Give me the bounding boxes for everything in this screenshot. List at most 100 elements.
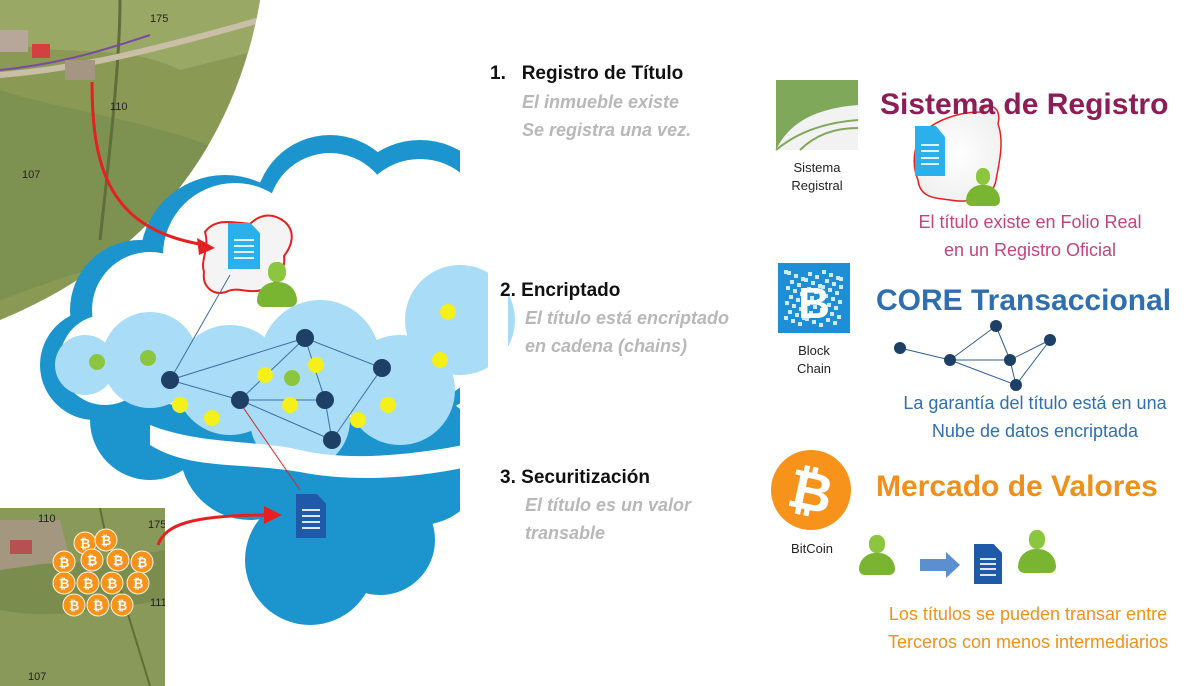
bitcoin-coin — [86, 593, 110, 617]
blockchain-letter: B — [798, 279, 830, 328]
bitcoin-coin — [52, 571, 76, 595]
network-edge — [899, 347, 951, 361]
logo-pixel — [835, 291, 839, 295]
bitcoin-coin-symbol: ₿ — [83, 576, 94, 591]
logo-pixel — [831, 297, 835, 301]
logo-pixel — [809, 311, 813, 315]
network-node — [1004, 354, 1016, 366]
logo-pixel — [817, 299, 821, 303]
bitcoin-coin-symbol: ₿ — [80, 536, 91, 551]
green-node — [89, 354, 105, 370]
bitcoin-coin — [100, 571, 124, 595]
logo-pixel — [801, 277, 805, 281]
yellow-node — [440, 304, 456, 320]
green-node — [140, 350, 156, 366]
logo-pixel — [818, 284, 822, 288]
map-label: 107 — [28, 671, 46, 683]
network-node — [231, 391, 249, 409]
bitcoin-coin — [126, 571, 150, 595]
logo-pixel — [799, 307, 803, 311]
logo-pixel — [789, 295, 793, 299]
logo-pixel — [805, 317, 809, 321]
user-icon — [966, 168, 1000, 207]
logo-pixel — [802, 316, 806, 320]
bitcoin-coin — [110, 593, 134, 617]
network-node — [894, 342, 906, 354]
user-icon — [257, 262, 297, 308]
registry-logo-icon — [775, 80, 859, 151]
logo-pixel — [833, 321, 837, 325]
bitcoin-coin-symbol: ₿ — [59, 555, 70, 570]
logo-pixel — [821, 293, 825, 297]
yellow-node — [257, 367, 273, 383]
network-edge — [169, 379, 241, 401]
bitcoin-coin-symbol: ₿ — [87, 553, 98, 568]
logo-pixel — [807, 287, 811, 291]
logo-pixel — [826, 318, 830, 322]
logo-pixel — [815, 275, 819, 279]
bitcoin-coin — [94, 528, 118, 552]
network-node — [316, 391, 334, 409]
logo-pixel — [794, 274, 798, 278]
network-node — [944, 354, 956, 366]
document-icon — [228, 223, 260, 269]
yellow-node — [380, 397, 396, 413]
network-node — [296, 329, 314, 347]
arrow-head — [197, 238, 215, 255]
logo-pixel — [798, 322, 802, 326]
map-label: 110 — [110, 101, 128, 113]
logo-pixel — [808, 272, 812, 276]
logo-pixel — [787, 271, 791, 275]
logo-pixel — [825, 279, 829, 283]
logo-pixel — [797, 283, 801, 287]
logo-pixel — [814, 290, 818, 294]
logo-pixel — [830, 312, 834, 316]
logo-pixel — [791, 319, 795, 323]
logo-pixel — [824, 294, 828, 298]
heading-market: Mercado de Valores — [876, 470, 1158, 503]
link-line — [237, 399, 301, 491]
arrow-right-icon — [920, 552, 960, 578]
logo-pixel — [795, 313, 799, 317]
logo-pixel — [793, 289, 797, 293]
logo-pixel — [803, 293, 807, 297]
logo-pixel — [784, 270, 788, 274]
bitcoin-logo-icon: ₿ — [771, 450, 851, 530]
logo-pixel — [838, 300, 842, 304]
logo-pixel — [828, 288, 832, 292]
map-label: 175 — [150, 13, 168, 25]
network-node — [990, 320, 1002, 332]
logo-pixel — [823, 309, 827, 313]
logo-pixel — [839, 285, 843, 289]
bitcoin-coin-symbol: ₿ — [113, 553, 124, 568]
network-edge — [1009, 339, 1051, 361]
yellow-node — [350, 412, 366, 428]
document-icon — [974, 544, 1002, 584]
bitcoin-coin-symbol: ₿ — [117, 598, 128, 613]
logo-pixel — [816, 314, 820, 318]
logo-pixel — [802, 308, 806, 312]
network-edge — [949, 359, 1017, 386]
user-icon — [859, 535, 895, 576]
network-edge — [304, 337, 383, 369]
bitcoin-coin-symbol: ₿ — [101, 533, 112, 548]
yellow-node — [308, 357, 324, 373]
bitcoin-coin — [80, 548, 104, 572]
heading-core: CORE Transaccional — [876, 284, 1172, 317]
logo-pixel — [810, 296, 814, 300]
logo-caption-bitcoin: BitCoin — [791, 541, 833, 556]
bitcoin-coin — [76, 571, 100, 595]
logo-pixel — [785, 301, 789, 305]
bitcoin-cluster: ₿₿₿₿₿₿₿₿₿₿₿₿₿ — [52, 528, 154, 617]
document-icon — [915, 126, 945, 176]
logo-pixel — [806, 302, 810, 306]
logo-pixel — [819, 323, 823, 327]
bitcoin-coin-symbol: ₿ — [133, 576, 144, 591]
logo-pixel — [836, 276, 840, 280]
